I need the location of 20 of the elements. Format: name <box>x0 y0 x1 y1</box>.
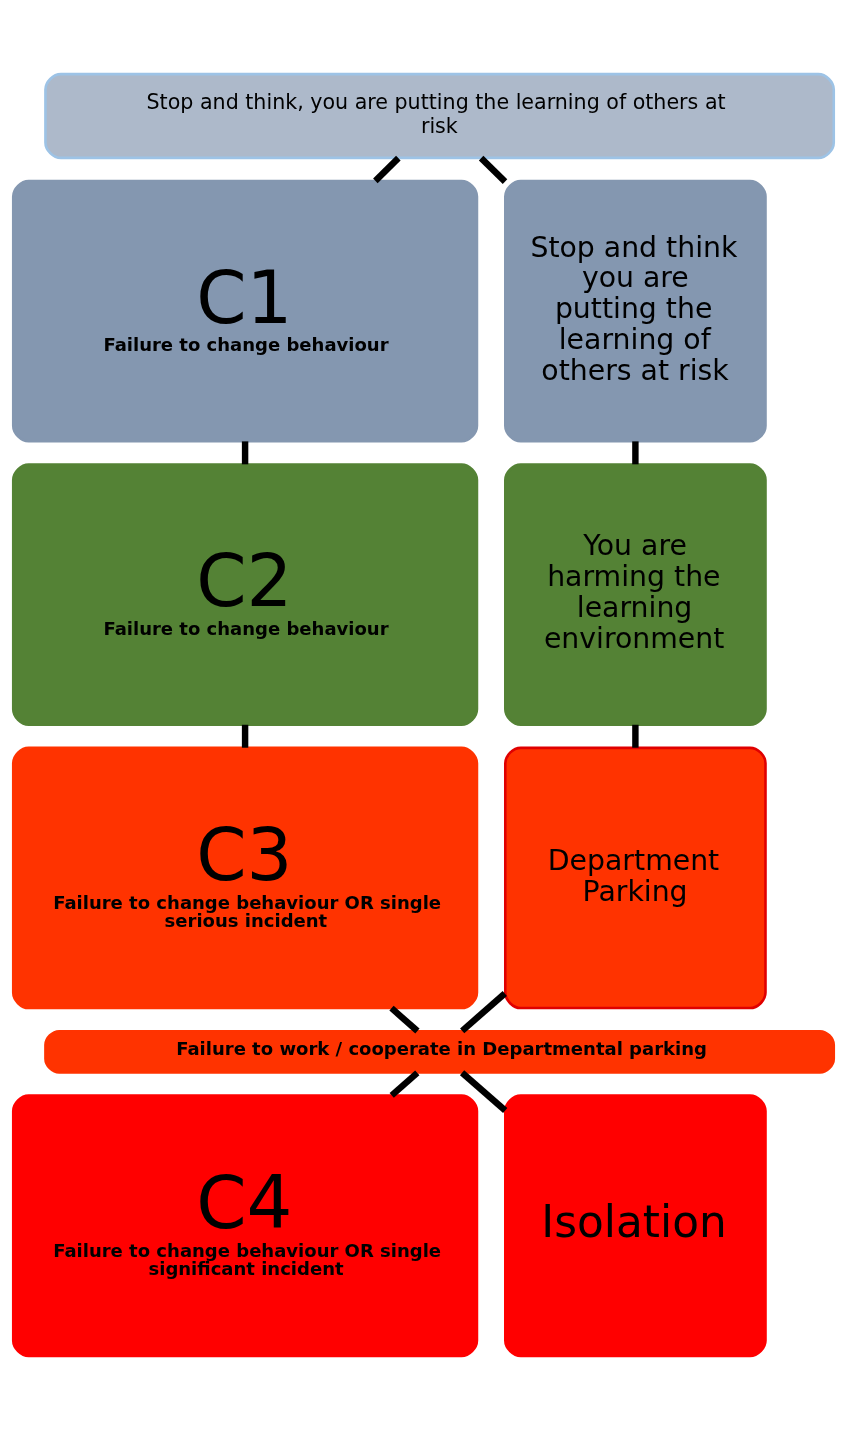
node-box: C3 Failure to change behaviour OR single serious incident <box>11 746 479 1009</box>
connector <box>389 1005 420 1033</box>
node-box: C4 Failure to change behaviour OR single significant incident <box>11 1093 479 1357</box>
connector <box>241 440 249 464</box>
node-box: Stop and think, you are putting the learning of others at risk <box>44 72 836 159</box>
connector <box>459 1069 508 1113</box>
connector <box>373 155 401 183</box>
connector <box>478 155 508 184</box>
node-box: Stop and think you are putting the learning of others at risk <box>504 179 767 443</box>
connector <box>389 1069 420 1098</box>
node-box: C2 Failure to change behaviour <box>11 462 479 726</box>
node-box: Failure to work / cooperate in Departmental parking <box>44 1029 836 1074</box>
node-box: Department Parking <box>504 746 767 1009</box>
connector <box>460 990 507 1033</box>
node-box: You are harming the learning environment <box>504 462 767 726</box>
connector <box>632 724 639 748</box>
node-box: C1 Failure to change behaviour <box>11 179 479 443</box>
connector <box>632 440 639 464</box>
node-box: Isolation <box>504 1093 767 1357</box>
connector <box>241 724 249 748</box>
